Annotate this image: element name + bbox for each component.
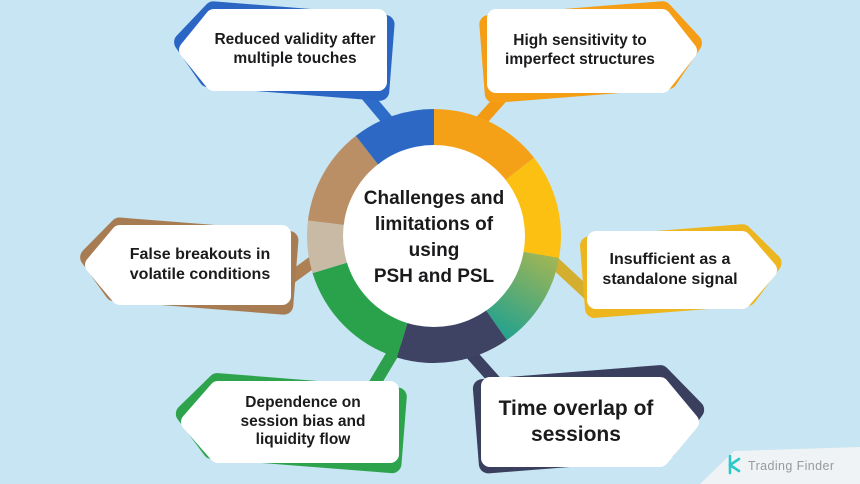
watermark-plate-shape — [700, 447, 860, 484]
watermark-plate: Trading Finder — [700, 446, 860, 484]
callout-false-breakouts: False breakouts in volatile conditions — [80, 217, 299, 315]
ring-segment-green — [312, 262, 408, 358]
callout-body — [487, 9, 697, 93]
ring-segment-navy — [396, 309, 507, 363]
center-title-line: PSH and PSL — [373, 266, 495, 287]
ring-segment-teal — [485, 251, 560, 341]
callout-label: Reduced validity after multiple touches — [214, 31, 376, 67]
callout-label: Time overlap of sessions — [498, 397, 654, 446]
callout-reduced-validity: Reduced validity after multiple touches — [174, 1, 395, 101]
callout-label: Dependence on session bias and liquidity… — [240, 393, 366, 449]
ring-segment-brown — [307, 135, 379, 226]
center-title-line: Challenges and — [363, 188, 505, 209]
callout-label: Insufficient as a standalone signal — [602, 251, 738, 288]
ring-segment-orange — [434, 109, 535, 181]
center-title: Challenges and limitations of using PSH … — [314, 182, 554, 294]
callout-time-overlap: Time overlap of sessions — [472, 365, 705, 474]
callout-body — [181, 381, 399, 463]
callout-body — [481, 377, 699, 467]
center-circle — [343, 145, 525, 327]
callout-dependence-session: Dependence on session bias and liquidity… — [175, 373, 407, 474]
callout-label: High sensitivity to imperfect structures — [505, 32, 655, 68]
trading-finder-logo-icon — [728, 454, 741, 475]
callout-label: False breakouts in volatile conditions — [129, 246, 271, 283]
callout-insufficient-standalone: Insufficient as a standalone signal — [580, 224, 782, 318]
callout-high-sensitivity: High sensitivity to imperfect structures — [479, 1, 702, 103]
center-title-line: using — [408, 240, 460, 261]
ring-segment-light-tan — [307, 220, 348, 274]
callout-body — [179, 9, 387, 91]
center-title-line: limitations of — [374, 214, 494, 235]
ring-segment-blue — [355, 109, 434, 166]
callout-body — [587, 231, 777, 309]
callout-body — [85, 225, 291, 305]
ring-segment-yellow — [504, 157, 561, 259]
trading-finder-brand-text: Trading Finder — [748, 459, 835, 473]
